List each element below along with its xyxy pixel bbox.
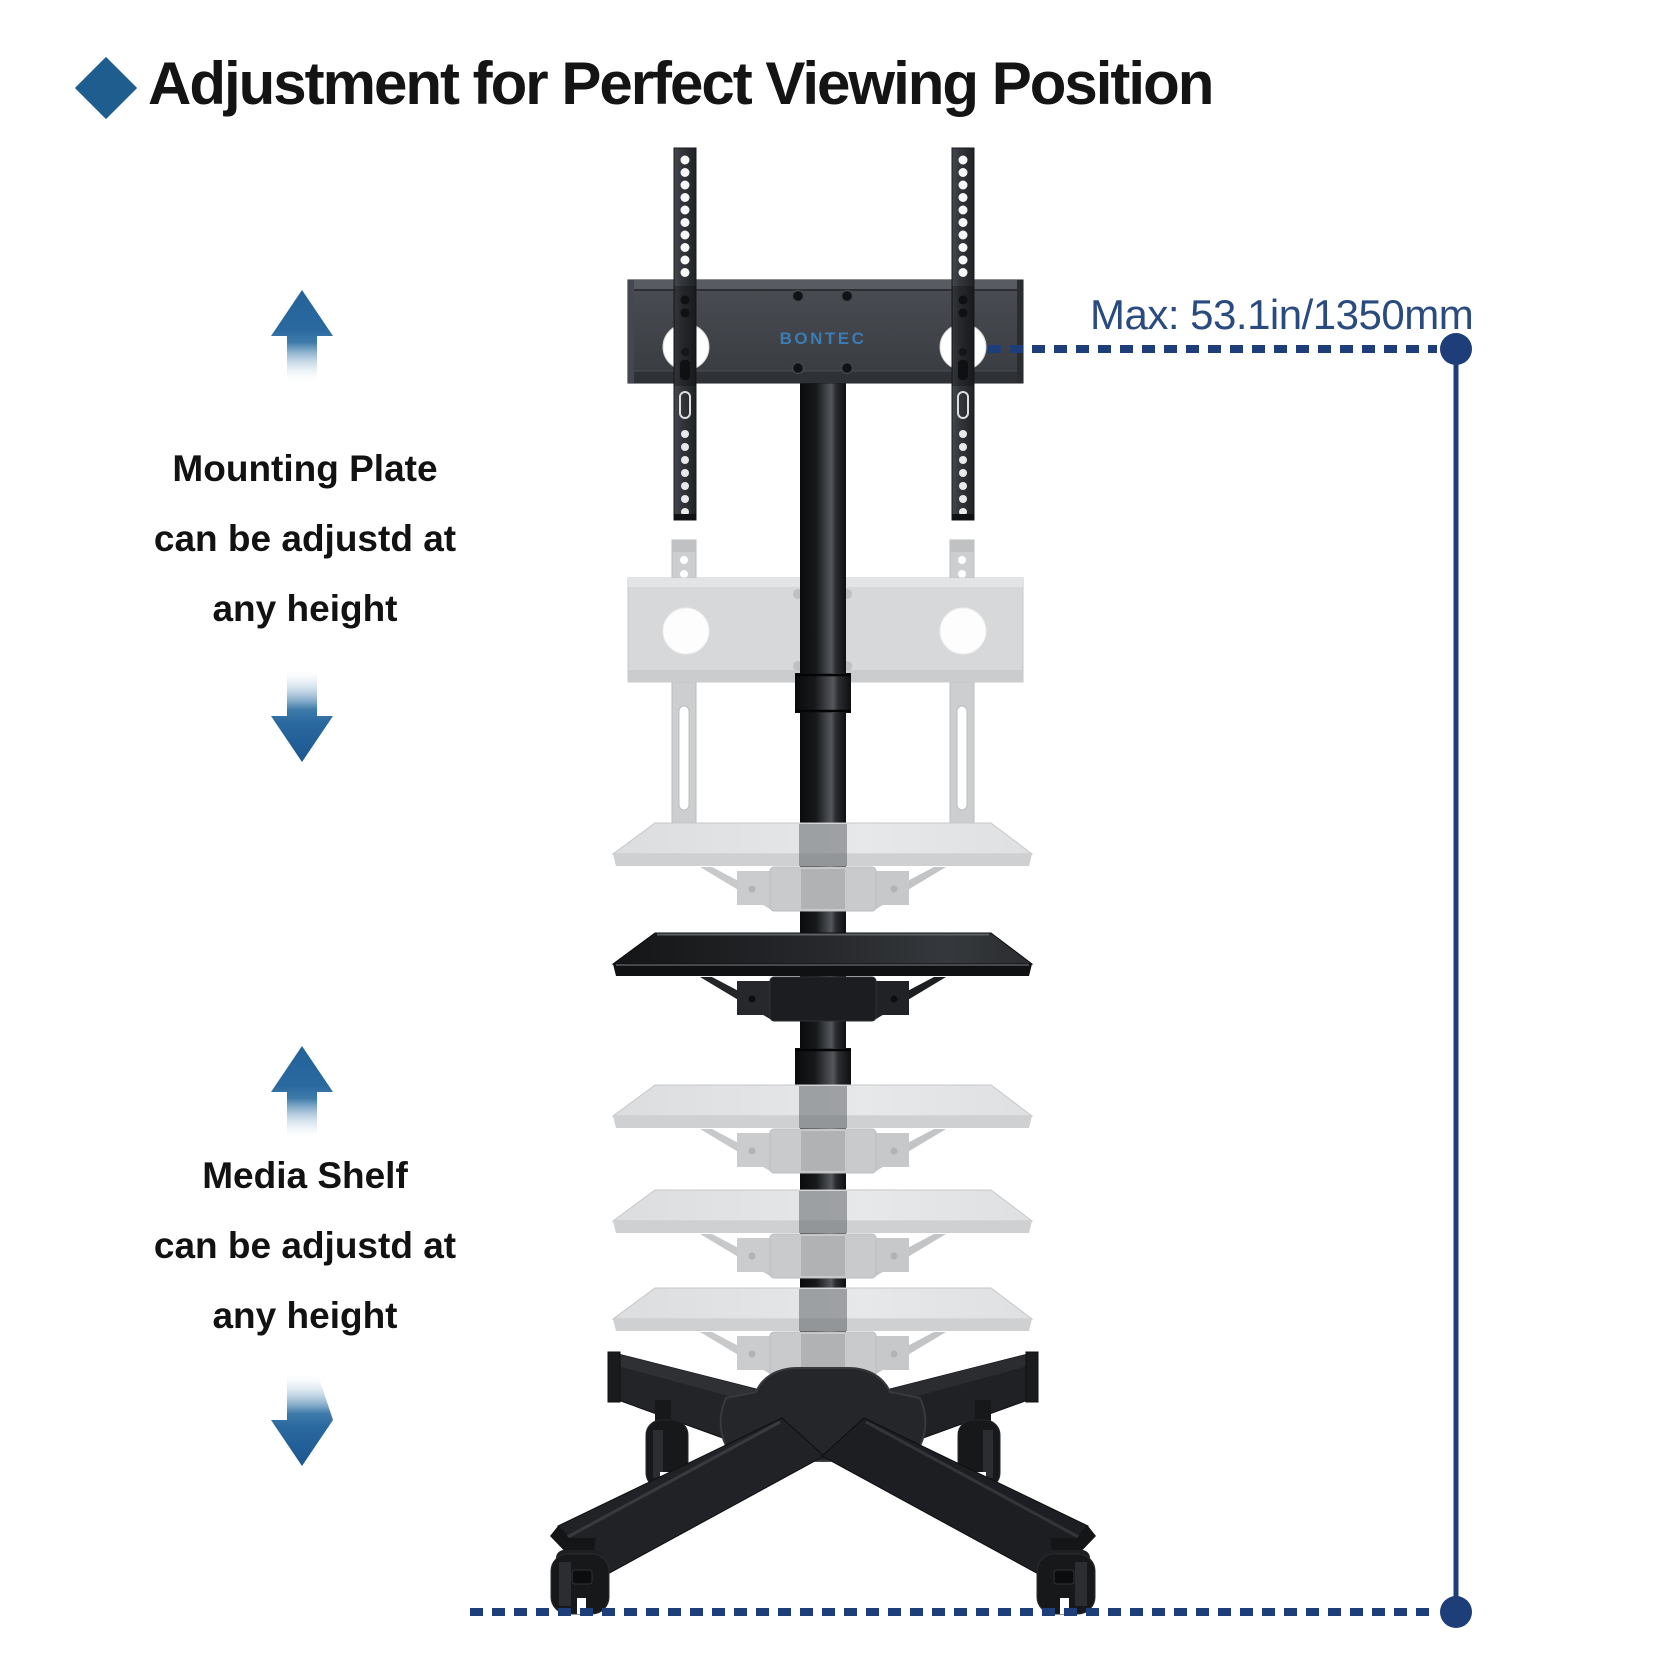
annotation-line: any height [212, 588, 398, 629]
annotation-line: can be adjustd at [153, 518, 457, 559]
media-shelf [612, 932, 1033, 1022]
annotation-line: can be adjustd at [153, 1225, 457, 1266]
media-shelf-up-arrow-icon [271, 1046, 333, 1140]
measure-dot-top [1440, 333, 1472, 365]
brand-logo: BONTEC [780, 329, 867, 348]
page-title: Adjustment for Perfect Viewing Position [148, 50, 1214, 117]
height-measurement [470, 333, 1472, 1628]
annotation-line: Mounting Plate [172, 448, 438, 489]
rolling-base [550, 1351, 1096, 1615]
max-height-label: Max: 53.1in/1350mm [1090, 291, 1474, 338]
media-shelf-down-arrow-icon [271, 1372, 333, 1466]
front-caster-right [1036, 1538, 1096, 1615]
ghost-shelf-positions [612, 822, 1033, 1377]
mounting-plate-down-arrow-icon [271, 668, 333, 762]
vesa-bracket-left [673, 147, 697, 521]
front-caster-left [550, 1538, 610, 1615]
mounting-plate-up-arrow-icon [271, 290, 333, 384]
media-shelf-annotation: Media Shelf can be adjustd at any height [88, 1141, 522, 1351]
annotation-line: Media Shelf [202, 1155, 408, 1196]
mounting-plate-annotation: Mounting Plate can be adjustd at any hei… [88, 434, 522, 644]
annotation-line: any height [212, 1295, 398, 1336]
vesa-bracket-right [951, 147, 975, 521]
measure-dot-bottom [1440, 1596, 1472, 1628]
